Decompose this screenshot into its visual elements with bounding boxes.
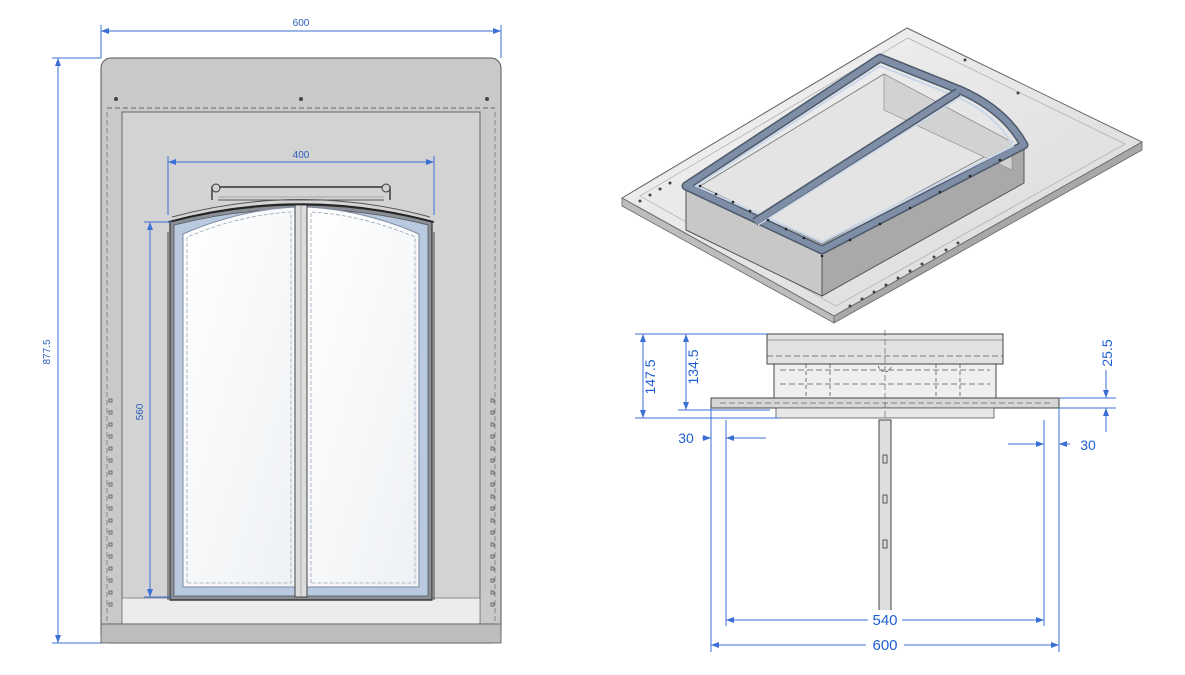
dim-inner-width: 540 — [726, 610, 1044, 629]
left-glass-pane — [182, 206, 296, 588]
front-sill — [121, 597, 481, 625]
dim-overall-width: 600 — [100, 18, 502, 58]
dim-opening-height: 560 — [135, 221, 172, 598]
dim-upstand-height: 134.5 — [678, 333, 770, 411]
dim-total-height: 147.5 — [635, 333, 780, 419]
dim-flange-thickness: 25.5 — [1059, 339, 1116, 432]
dim-overall-height: 877.5 — [42, 57, 101, 644]
front-view: 600 877.5 400 560 — [42, 18, 502, 644]
dim-overall-width-label: 600 — [293, 18, 310, 29]
dim-overall-height-label: 877.5 — [42, 339, 53, 364]
dim-left-edge: 30 — [678, 430, 766, 446]
dim-right-edge: 30 — [1008, 437, 1096, 453]
right-hole-row — [490, 398, 495, 607]
dim-right-edge-label: 30 — [1080, 437, 1096, 453]
dim-total-height-label: 147.5 — [642, 359, 658, 394]
dim-left-edge-label: 30 — [678, 430, 694, 446]
dim-opening-width: 400 — [167, 150, 435, 215]
window-frame — [167, 183, 435, 601]
dim-upstand-height-label: 134.5 — [685, 349, 701, 384]
top-handle — [211, 186, 391, 200]
dim-opening-width-label: 400 — [293, 150, 310, 161]
section-view: 147.5 134.5 25.5 30 — [635, 330, 1116, 654]
dim-opening-height-label: 560 — [135, 403, 146, 420]
dim-flange-thickness-label: 25.5 — [1099, 339, 1115, 366]
dim-outer-width-label: 600 — [872, 637, 897, 654]
right-glass-pane — [306, 206, 420, 588]
dim-outer-width: 600 — [711, 634, 1059, 654]
section-hanger — [878, 419, 892, 614]
isometric-view — [620, 27, 1144, 324]
left-hole-row — [108, 398, 113, 607]
dim-inner-width-label: 540 — [872, 612, 897, 629]
